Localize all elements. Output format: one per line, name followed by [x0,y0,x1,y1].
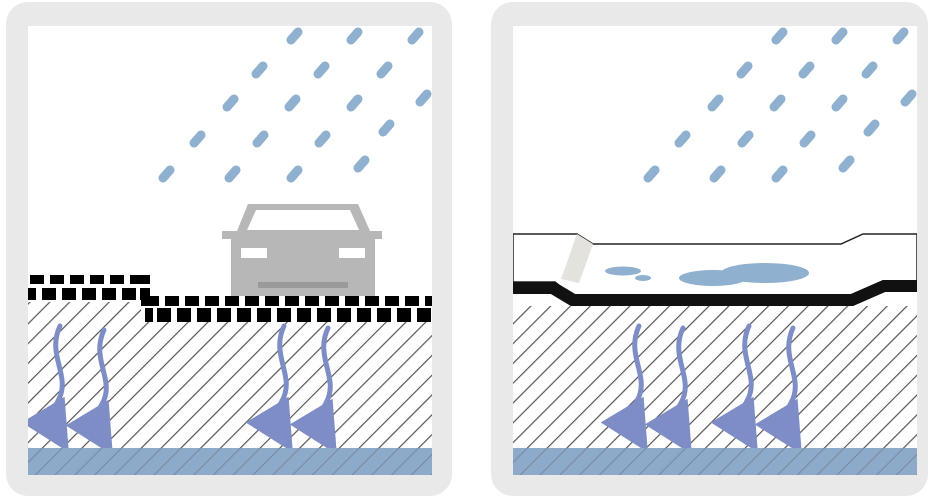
impermeable-scene-svg [513,26,917,475]
car-icon [222,204,382,309]
rain-icon [163,32,427,178]
permeable-scene-svg [28,26,432,475]
panel-permeable-scene [28,26,432,475]
panel-permeable [6,2,452,496]
rain-icon [648,32,912,178]
panel-impermeable-scene [513,26,917,475]
panel-impermeable [491,2,928,496]
